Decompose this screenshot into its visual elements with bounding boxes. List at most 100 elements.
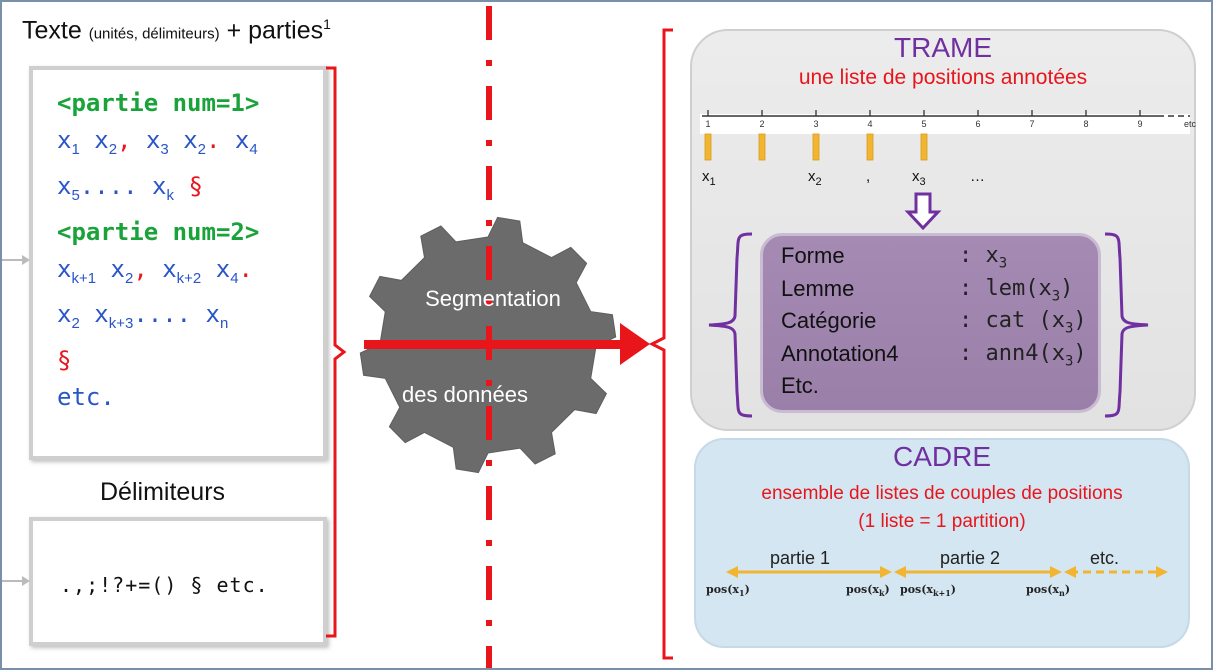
partie-2-label: partie 2 — [940, 548, 1001, 568]
timeline-tick-label: 1 — [705, 119, 710, 129]
feature-value-tail: ) — [1073, 308, 1087, 333]
code-token: x — [57, 254, 72, 283]
feature-row: Annotation4: ann4(x3) — [781, 338, 1087, 371]
feature-value-sub: 3 — [998, 255, 1008, 272]
timeline-tick-label: 4 — [867, 119, 872, 129]
code-token: , — [117, 126, 132, 154]
feature-value-main: : ann4(x — [959, 340, 1065, 366]
position-label-sub: 1 — [709, 176, 716, 188]
code-token: x — [201, 254, 231, 283]
position-label-base: … — [970, 168, 985, 185]
code-subscript: 5 — [71, 186, 80, 204]
trame-title: TRAME — [894, 32, 992, 63]
code-token: § — [174, 171, 203, 200]
code-subscript: 1 — [71, 140, 80, 158]
feature-value-sub: 3 — [1051, 287, 1061, 304]
title-footnote: 1 — [323, 16, 331, 32]
timeline-tick-label: 3 — [813, 119, 818, 129]
code-line: xk+1 x2, xk+2 x4. — [57, 251, 259, 297]
code-subscript: k — [166, 186, 175, 204]
delimiters-box — [29, 517, 327, 646]
feature-name: Catégorie — [781, 308, 877, 333]
feature-name: Annotation4 — [781, 340, 899, 366]
code-token: etc. — [57, 383, 115, 412]
code-line: etc. — [57, 379, 259, 416]
code-token: . — [206, 126, 221, 154]
code-token: x — [79, 126, 109, 154]
feature-row: Etc. — [781, 370, 898, 403]
partition-arrow-2 — [894, 566, 1062, 578]
code-token: x — [57, 126, 72, 154]
feature-value-sub: 3 — [1064, 320, 1074, 337]
position-label-sub: 3 — [919, 176, 926, 188]
feature-value-tail: ) — [1060, 275, 1074, 301]
feature-value: : cat (x3) — [959, 305, 1087, 345]
input-arrow-bottom — [0, 576, 30, 586]
code-token: x — [57, 171, 72, 200]
position-marker — [812, 133, 820, 161]
delimiters-chars: .,;!?+=() § etc. — [60, 573, 269, 597]
partition-arrow-1 — [726, 566, 892, 578]
pos-suffix: ) — [884, 583, 890, 596]
feature-value: : lem(x3) — [959, 273, 1073, 313]
code-subscript: n — [220, 315, 229, 333]
position-label-base: x — [808, 168, 816, 185]
down-arrow-icon — [904, 192, 942, 230]
code-line: x2 xk+3.... xn — [57, 296, 259, 342]
pos-suffix: ) — [1064, 583, 1071, 596]
code-token: x — [131, 126, 161, 154]
code-subscript: k+2 — [176, 269, 202, 287]
cadre-title: CADRE — [892, 441, 991, 472]
feature-value: : x3 — [959, 240, 1007, 280]
pos-prefix: pos(x — [846, 583, 879, 596]
code-line: x1 x2, x3 x2. x4 — [57, 122, 259, 168]
code-subscript: 2 — [108, 140, 118, 158]
position-boundary-label: pos(x1) — [706, 583, 750, 598]
code-token: x — [57, 300, 72, 329]
pos-suffix: ) — [950, 583, 957, 596]
feature-name: Forme — [781, 243, 845, 268]
cadre-partition — [726, 566, 1168, 578]
flow-arrow — [364, 323, 650, 365]
code-token: x — [168, 126, 198, 154]
trame-subtitle: une liste de positions annotées — [798, 66, 1088, 89]
timeline-tick-label: etc — [1184, 119, 1197, 129]
left-red-brace — [326, 66, 347, 638]
feature-value: : ann4(x3) — [959, 338, 1087, 378]
position-label-sub: 2 — [815, 176, 822, 188]
partition-arrow-etc — [1064, 566, 1168, 578]
position-marker — [866, 133, 874, 161]
code-token: x — [96, 254, 125, 283]
position-label: x2 — [808, 168, 822, 188]
right-red-brace — [648, 28, 673, 660]
code-subscript: 4 — [249, 140, 258, 158]
code-token: § — [57, 346, 72, 375]
position-label: … — [970, 168, 985, 185]
position-marker — [920, 133, 928, 161]
pos-prefix: pos(x — [1026, 583, 1059, 596]
pos-subscript: 1 — [738, 588, 745, 599]
code-line: <partie num=2> — [57, 214, 259, 251]
timeline-tick-label: 9 — [1137, 119, 1142, 129]
cadre-subtitle-1: ensemble de listes de couples de positio… — [761, 483, 1123, 504]
code-token: .... x — [79, 171, 167, 200]
pos-prefix: pos(x — [900, 583, 933, 596]
position-boundary-label: pos(xk) — [846, 583, 890, 598]
timeline-tick-label: 7 — [1029, 119, 1034, 129]
code-token: x — [220, 126, 250, 154]
feature-value-main: : x — [959, 243, 999, 268]
timeline-tick-label: 6 — [975, 119, 980, 129]
feature-row: Lemme: lem(x3) — [781, 273, 1073, 306]
purple-brace-left — [708, 232, 753, 418]
etc-label: etc. — [1090, 548, 1120, 568]
pos-prefix: pos(x — [706, 583, 739, 596]
code-subscript: k+1 — [71, 269, 97, 287]
code-subscript: 2 — [71, 315, 80, 333]
position-boundary-label: pos(xk+1) — [900, 583, 956, 598]
position-label: x3 — [912, 168, 926, 188]
position-label-base: x — [702, 168, 710, 185]
code-subscript: k+3 — [108, 315, 134, 333]
code-token: .... x — [133, 300, 221, 329]
